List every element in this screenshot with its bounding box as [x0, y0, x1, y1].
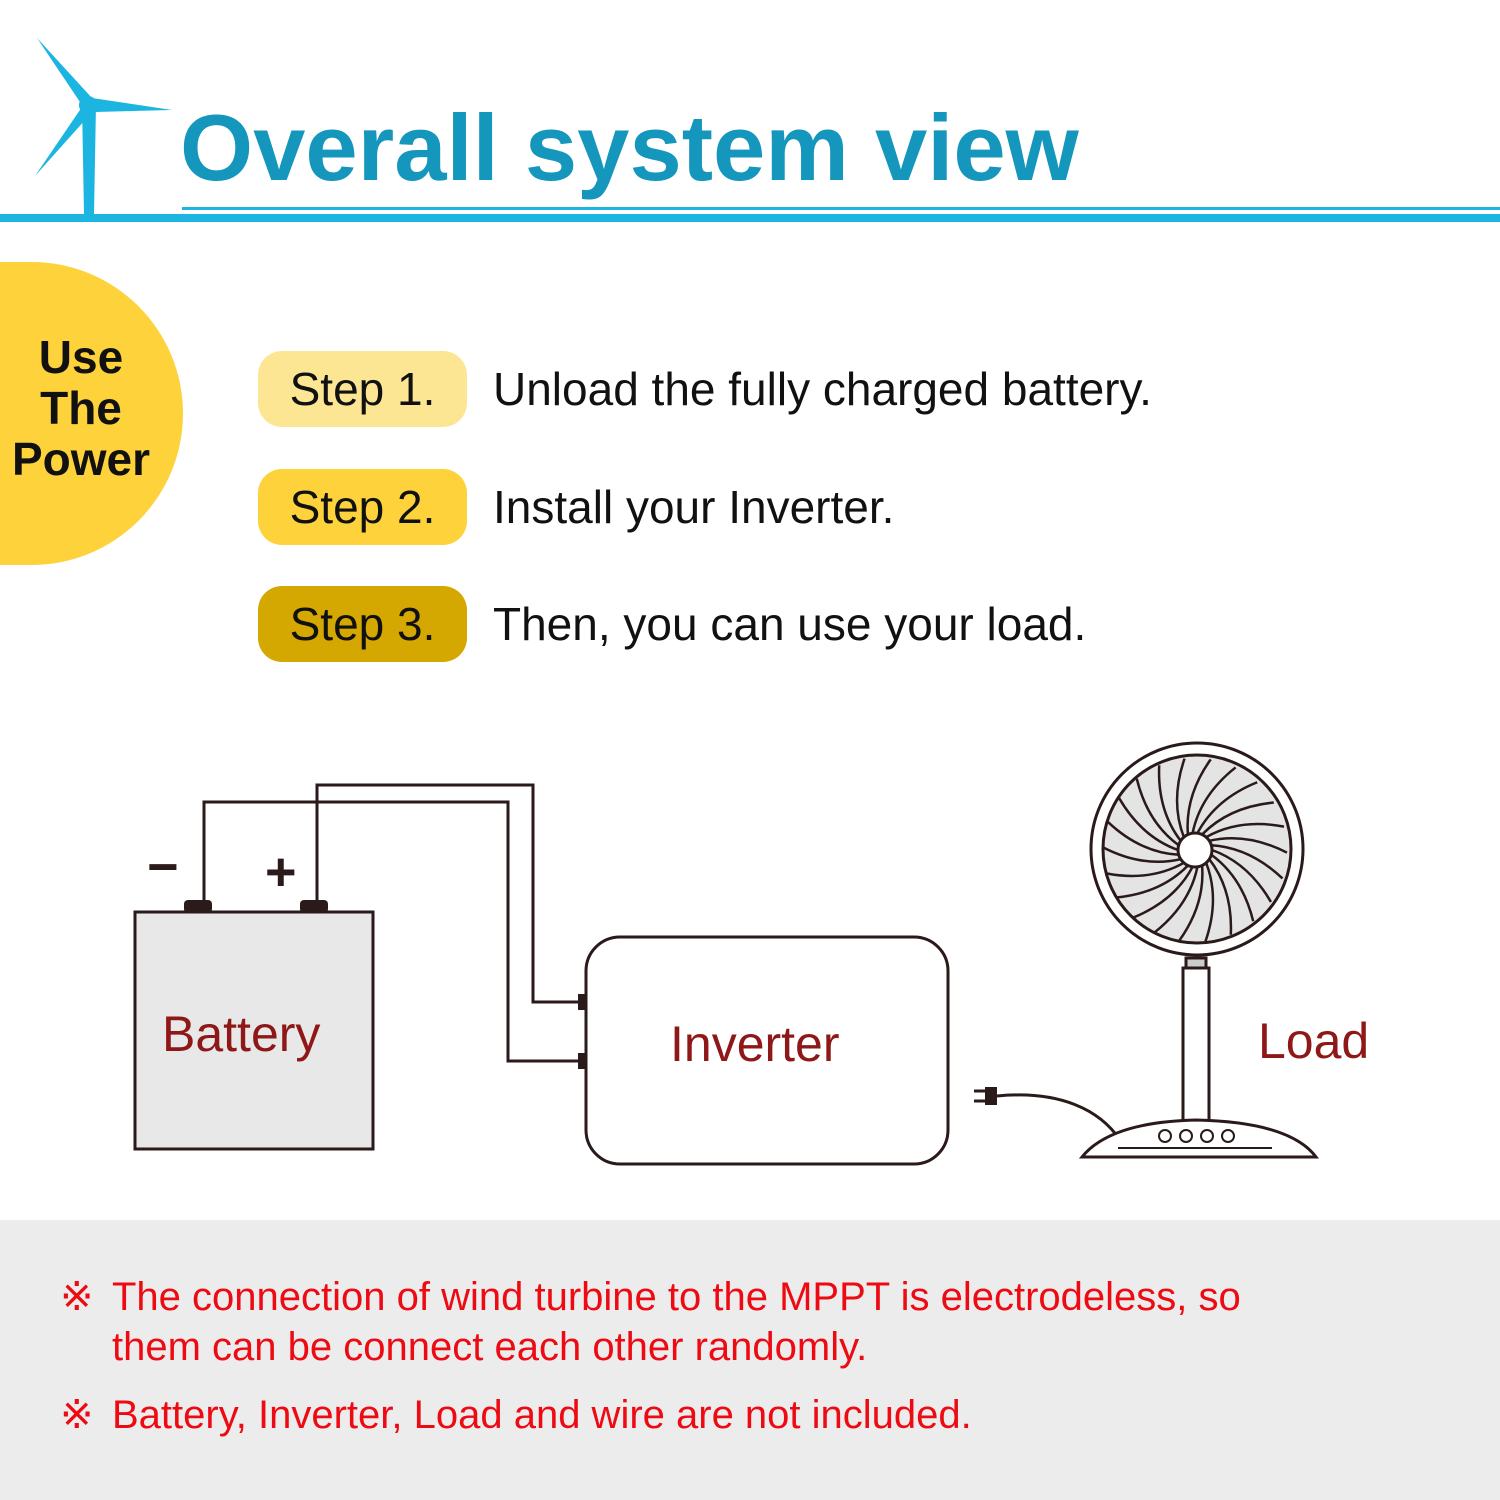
fan-blade [1210, 853, 1255, 922]
page-title: Overall system view [180, 95, 1079, 200]
step-3-pill: Step 3. [258, 586, 467, 662]
fan-blade [1196, 781, 1258, 834]
note-1-line-2: them can be connect each other randomly. [112, 1325, 868, 1369]
fan-blade [1191, 766, 1237, 834]
minus-sign: − [147, 837, 179, 897]
plug-icon [974, 1087, 1122, 1141]
badge-line: Use [38, 331, 124, 383]
notes-panel [0, 1220, 1500, 1500]
fan-blade [1186, 758, 1212, 835]
badge-line: Power [11, 433, 151, 485]
fan-blade [1211, 848, 1273, 903]
badge-text: Use The Power [0, 332, 162, 485]
inverter-box [584, 935, 950, 1166]
fan-blade [1211, 843, 1284, 880]
positive-wire [315, 783, 582, 1004]
header-divider [0, 214, 1500, 222]
wiring-diagram: − + [133, 741, 1319, 1166]
fan-blade [1117, 797, 1179, 852]
fan-blade [1178, 865, 1204, 942]
negative-terminal [184, 900, 212, 913]
step-1-pill: Step 1. [258, 351, 467, 427]
fan-blade [1208, 858, 1233, 935]
title-underline [182, 207, 1500, 210]
reference-mark: ※ [60, 1393, 94, 1437]
inverter-label: Inverter [670, 1016, 840, 1072]
wind-turbine-icon [35, 38, 172, 214]
fan-blade [1175, 758, 1186, 838]
battery-label: Battery [162, 1006, 321, 1062]
fan-icon [1078, 741, 1319, 1159]
fan-blade [1201, 801, 1274, 836]
step-2-pill: Step 2. [258, 469, 467, 545]
step-1-text: Unload the fully charged battery. [493, 363, 1152, 415]
note-2-text: Battery, Inverter, Load and wire are not… [112, 1393, 972, 1437]
positive-terminal [300, 900, 328, 913]
load-label: Load [1258, 1013, 1370, 1069]
fan-blade [1105, 861, 1185, 878]
note-1: ※ The connection of wind turbine to the M… [60, 1272, 1480, 1372]
fan-blade [1205, 822, 1285, 839]
step-2-text: Install your Inverter. [493, 481, 895, 533]
fan-blade [1204, 862, 1215, 942]
fan-blade [1209, 836, 1288, 854]
fan-blade [1106, 820, 1179, 857]
fan-blade [1157, 765, 1182, 842]
plus-sign: + [265, 842, 297, 902]
negative-wire [202, 800, 582, 1063]
battery-box [133, 910, 375, 1151]
fan-blade [1132, 866, 1194, 919]
reference-mark: ※ [60, 1275, 94, 1319]
note-2: ※ Battery, Inverter, Load and wire are no… [60, 1390, 1480, 1440]
fan-blade [1102, 846, 1181, 864]
step-3-text: Then, you can use your load. [493, 598, 1087, 650]
note-1-line-1: The connection of wind turbine to the MP… [112, 1275, 1241, 1319]
fan-blade [1116, 864, 1189, 899]
badge-line: The [40, 382, 122, 434]
fan-blade [1135, 778, 1180, 847]
fan-blade [1153, 866, 1199, 934]
